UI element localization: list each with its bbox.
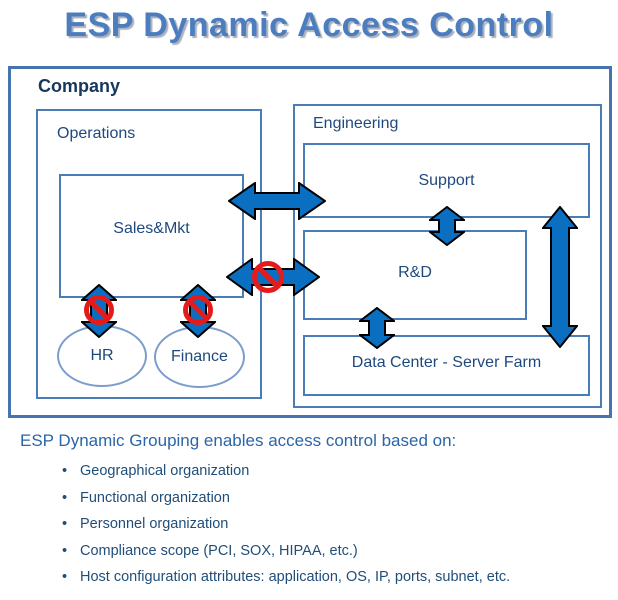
datacenter-box: [303, 335, 590, 396]
company-box: [8, 66, 612, 418]
no-access-icon-sales-rnd: [252, 261, 284, 293]
bidirectional-arrow-rnd-datacenter: [359, 307, 395, 349]
hr-label: HR: [90, 347, 114, 364]
description-heading: ESP Dynamic Grouping enables access cont…: [20, 431, 457, 450]
no-access-icon-hr: [84, 295, 114, 325]
no-access-icon-finance: [183, 295, 213, 325]
rnd-label: R&D: [398, 264, 432, 281]
engineering-box: [293, 104, 602, 408]
engineering-label: Engineering: [313, 115, 399, 132]
bullet-item: Functional organization: [62, 485, 510, 512]
bidirectional-arrow-support-datacenter: [542, 206, 578, 348]
bidirectional-arrow-sales-support: [228, 182, 326, 220]
description-bullet-list: Geographical organization Functional org…: [62, 458, 510, 591]
sales-mkt-box: [59, 174, 244, 298]
bidirectional-arrow-sales-rnd: [226, 258, 320, 296]
support-label: Support: [418, 171, 475, 189]
operations-box: [36, 109, 262, 399]
bidirectional-arrow-support-rnd: [429, 206, 465, 246]
bullet-item: Host configuration attributes: applicati…: [62, 564, 510, 591]
bullet-item: Geographical organization: [62, 458, 510, 485]
datacenter-label: Data Center - Server Farm: [351, 353, 542, 371]
page-title: ESP Dynamic Access Control: [64, 6, 554, 44]
company-label: Company: [38, 76, 121, 96]
operations-label: Operations: [57, 125, 136, 142]
sales-mkt-label: Sales&Mkt: [113, 220, 190, 237]
finance-label: Finance: [171, 348, 228, 365]
bullet-item: Compliance scope (PCI, SOX, HIPAA, etc.): [62, 538, 510, 565]
bullet-item: Personnel organization: [62, 511, 510, 538]
